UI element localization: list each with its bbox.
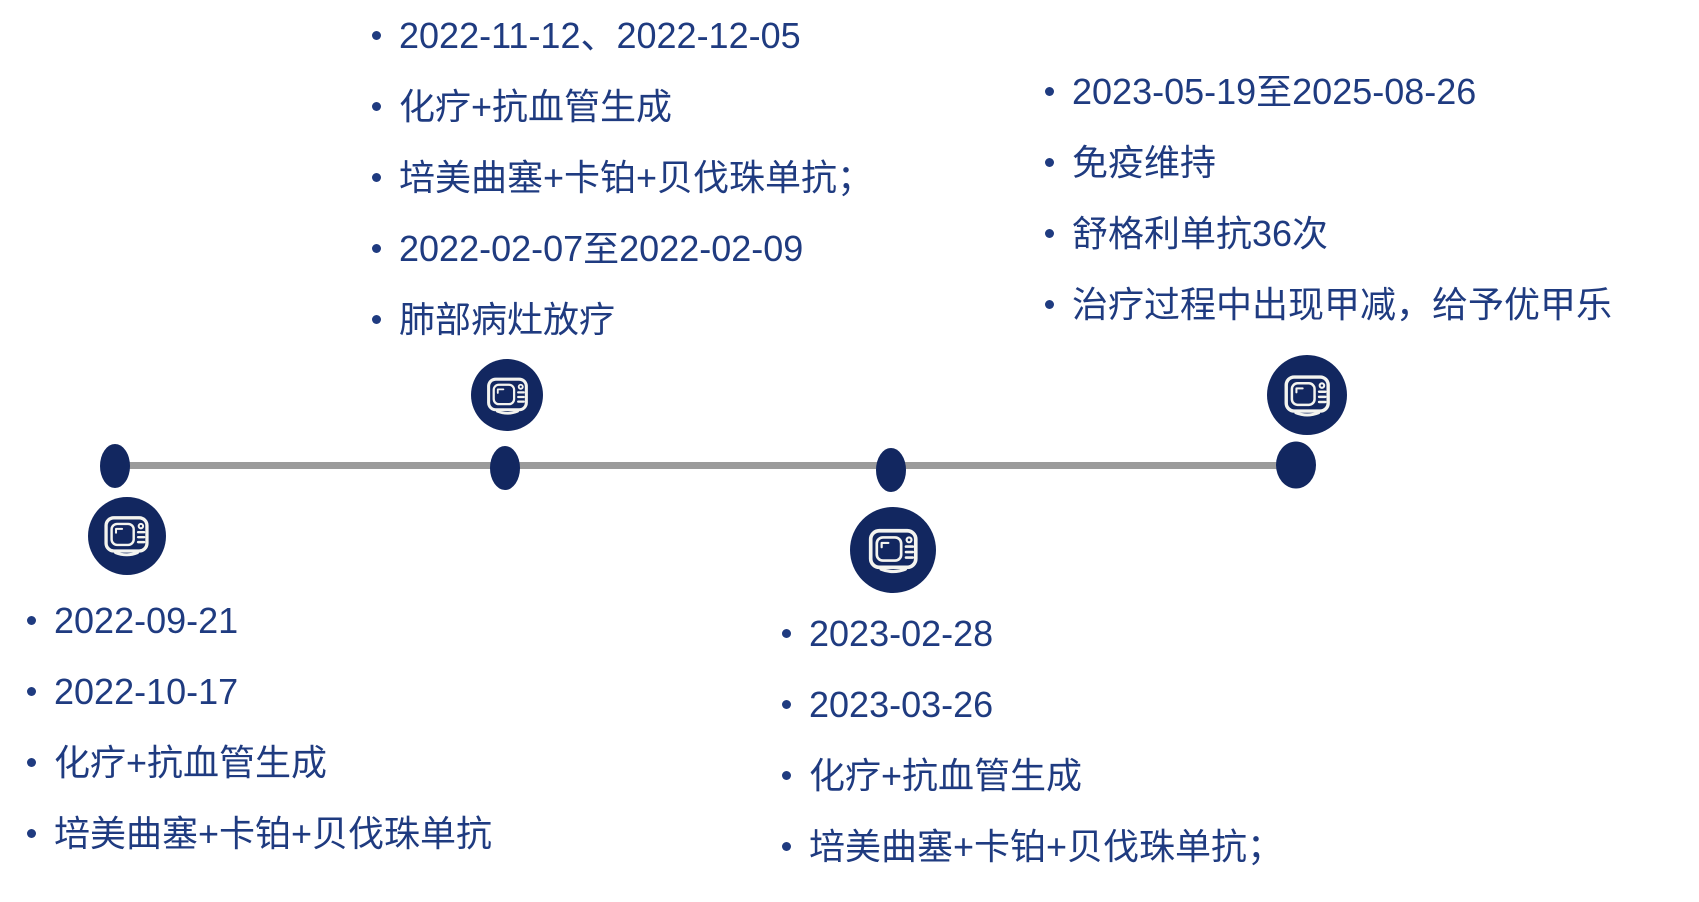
note-item: 2023-02-28 <box>782 598 1283 669</box>
timeline-axis-line <box>116 462 1300 469</box>
node-1-icon-badge <box>88 497 166 575</box>
note-item: 2023-05-19至2025-08-26 <box>1045 56 1612 127</box>
note-text: 2022-09-21 <box>54 600 239 641</box>
note-item: 2023-03-26 <box>782 669 1283 740</box>
note-text: 舒格利单抗36次 <box>1072 213 1329 254</box>
note-item: 舒格利单抗36次 <box>1045 198 1612 269</box>
node-1-notes-list: 2022-09-21 2022-10-17 化疗+抗血管生成 培美曲塞+卡铂+贝… <box>27 585 492 869</box>
tv-icon <box>104 516 150 557</box>
node-2-notes-list: 2022-11-12、2022-12-05 化疗+抗血管生成 培美曲塞+卡铂+贝… <box>372 0 873 355</box>
timeline-node-dot-1 <box>100 444 130 488</box>
note-text: 化疗+抗血管生成 <box>399 86 673 127</box>
note-text: 免疫维持 <box>1072 142 1217 183</box>
note-text: 2023-02-28 <box>809 613 994 654</box>
tv-icon <box>1284 375 1330 417</box>
node-2-icon-badge <box>471 359 543 431</box>
note-item: 化疗+抗血管生成 <box>27 727 492 798</box>
note-item: 治疗过程中出现甲减，给予优甲乐 <box>1045 269 1612 340</box>
timeline-node-dot-2 <box>490 446 520 490</box>
note-item: 2022-10-17 <box>27 656 492 727</box>
tv-icon <box>868 528 918 573</box>
note-item: 2022-09-21 <box>27 585 492 656</box>
node-3-icon-badge <box>850 507 936 593</box>
note-text: 培美曲塞+卡铂+贝伐珠单抗； <box>809 826 1284 867</box>
note-text: 2023-03-26 <box>809 684 994 725</box>
timeline-node-dot-4 <box>1276 441 1316 489</box>
node-4-notes-list: 2023-05-19至2025-08-26 免疫维持 舒格利单抗36次 治疗过程… <box>1045 56 1612 340</box>
note-text: 肺部病灶放疗 <box>399 299 616 340</box>
note-text: 2022-02-07至2022-02-09 <box>399 228 804 269</box>
timeline-node-dot-3 <box>876 448 906 492</box>
note-text: 培美曲塞+卡铂+贝伐珠单抗； <box>399 157 874 198</box>
note-item: 肺部病灶放疗 <box>372 284 873 355</box>
note-text: 培美曲塞+卡铂+贝伐珠单抗 <box>54 813 493 854</box>
note-text: 2022-10-17 <box>54 671 239 712</box>
note-text: 2023-05-19至2025-08-26 <box>1072 71 1477 112</box>
note-item: 化疗+抗血管生成 <box>372 71 873 142</box>
note-item: 免疫维持 <box>1045 127 1612 198</box>
tv-icon <box>486 377 528 415</box>
note-item: 培美曲塞+卡铂+贝伐珠单抗； <box>782 811 1283 882</box>
note-item: 2022-02-07至2022-02-09 <box>372 213 873 284</box>
note-text: 2022-11-12、2022-12-05 <box>399 15 801 56</box>
note-text: 化疗+抗血管生成 <box>54 742 328 783</box>
note-item: 培美曲塞+卡铂+贝伐珠单抗； <box>372 142 873 213</box>
note-item: 培美曲塞+卡铂+贝伐珠单抗 <box>27 798 492 869</box>
note-item: 化疗+抗血管生成 <box>782 740 1283 811</box>
node-3-notes-list: 2023-02-28 2023-03-26 化疗+抗血管生成 培美曲塞+卡铂+贝… <box>782 598 1283 882</box>
note-item: 2022-11-12、2022-12-05 <box>372 0 873 71</box>
node-4-icon-badge <box>1267 355 1347 435</box>
note-text: 治疗过程中出现甲减，给予优甲乐 <box>1072 284 1613 325</box>
note-text: 化疗+抗血管生成 <box>809 755 1083 796</box>
